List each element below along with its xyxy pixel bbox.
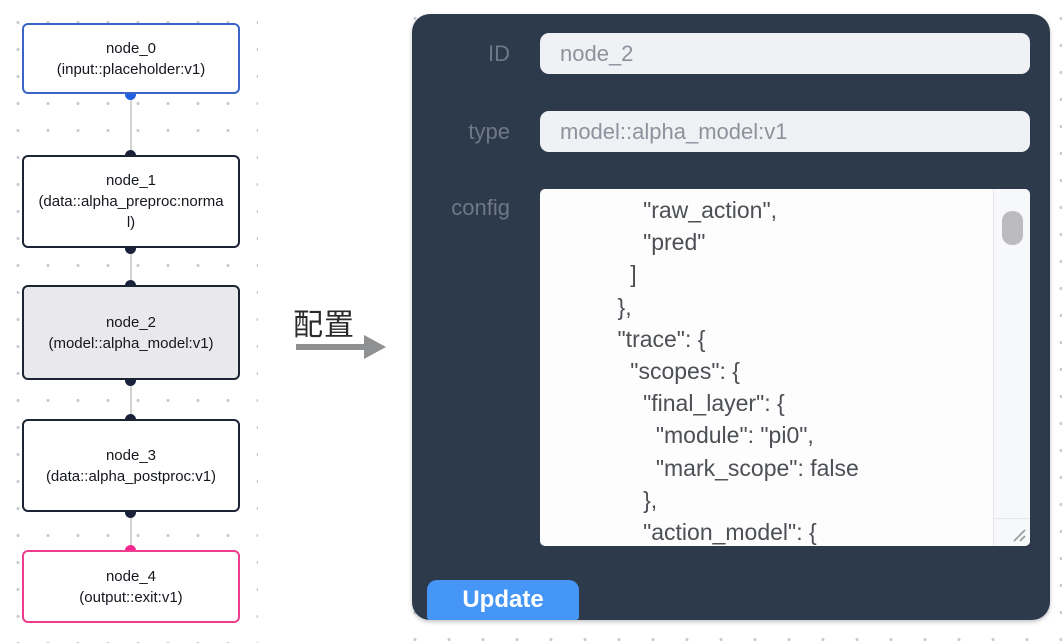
type-input[interactable] bbox=[540, 111, 1030, 152]
edge-node0-node1 bbox=[130, 94, 132, 155]
type-field-label: type bbox=[468, 119, 510, 144]
textarea-resize-handle[interactable] bbox=[1010, 526, 1027, 543]
config-scrollbar-thumb[interactable] bbox=[1002, 211, 1023, 245]
right-arrow-shaft bbox=[296, 344, 364, 350]
flow-node-node3[interactable]: node_3 (data::alpha_postproc:v1) bbox=[22, 419, 240, 512]
node-title: node_4 bbox=[105, 567, 157, 585]
edge-node2-node3 bbox=[130, 380, 132, 419]
flow-node-node0[interactable]: node_0 (input::placeholder:v1) bbox=[22, 23, 240, 94]
edge-node3-node4 bbox=[130, 512, 132, 550]
node-title: node_2 bbox=[105, 313, 157, 331]
flow-node-node2-selected[interactable]: node_2 (model::alpha_model:v1) bbox=[22, 285, 240, 380]
config-json-text[interactable]: "raw_action", "pred" ] }, "trace": { "sc… bbox=[617, 197, 859, 546]
node-subtitle: (data::alpha_preproc:normal) bbox=[38, 193, 224, 231]
flow-node-node4[interactable]: node_4 (output::exit:v1) bbox=[22, 550, 240, 623]
edge-node1-node2 bbox=[130, 248, 132, 285]
port-node1-output[interactable] bbox=[125, 242, 136, 254]
node-title: node_1 bbox=[105, 172, 157, 189]
flow-node-node1[interactable]: node_1 (data::alpha_preproc:normal) bbox=[22, 155, 240, 248]
node-subtitle: (output::exit:v1) bbox=[79, 588, 183, 606]
port-node0-output[interactable] bbox=[125, 89, 136, 100]
port-node3-output[interactable] bbox=[125, 506, 136, 518]
configure-label: 配置 bbox=[293, 309, 355, 342]
node-subtitle: (model::alpha_model:v1) bbox=[48, 334, 214, 352]
right-arrow-icon bbox=[364, 335, 386, 359]
config-scrollbar-track[interactable] bbox=[993, 189, 1030, 546]
update-button[interactable]: Update bbox=[427, 580, 579, 620]
node-title: node_0 bbox=[105, 39, 157, 57]
node-config-panel: ID type config "raw_action", "pred" ] },… bbox=[412, 14, 1050, 620]
node-subtitle: (data::alpha_postproc:v1) bbox=[45, 467, 217, 485]
id-field-label: ID bbox=[488, 41, 510, 66]
id-input[interactable] bbox=[540, 33, 1030, 74]
node-subtitle: (input::placeholder:v1) bbox=[56, 60, 206, 78]
node-title: node_3 bbox=[105, 446, 157, 464]
port-node2-output[interactable] bbox=[125, 374, 136, 386]
config-textarea[interactable]: "raw_action", "pred" ] }, "trace": { "sc… bbox=[540, 189, 1030, 546]
config-field-label: config bbox=[451, 195, 510, 220]
